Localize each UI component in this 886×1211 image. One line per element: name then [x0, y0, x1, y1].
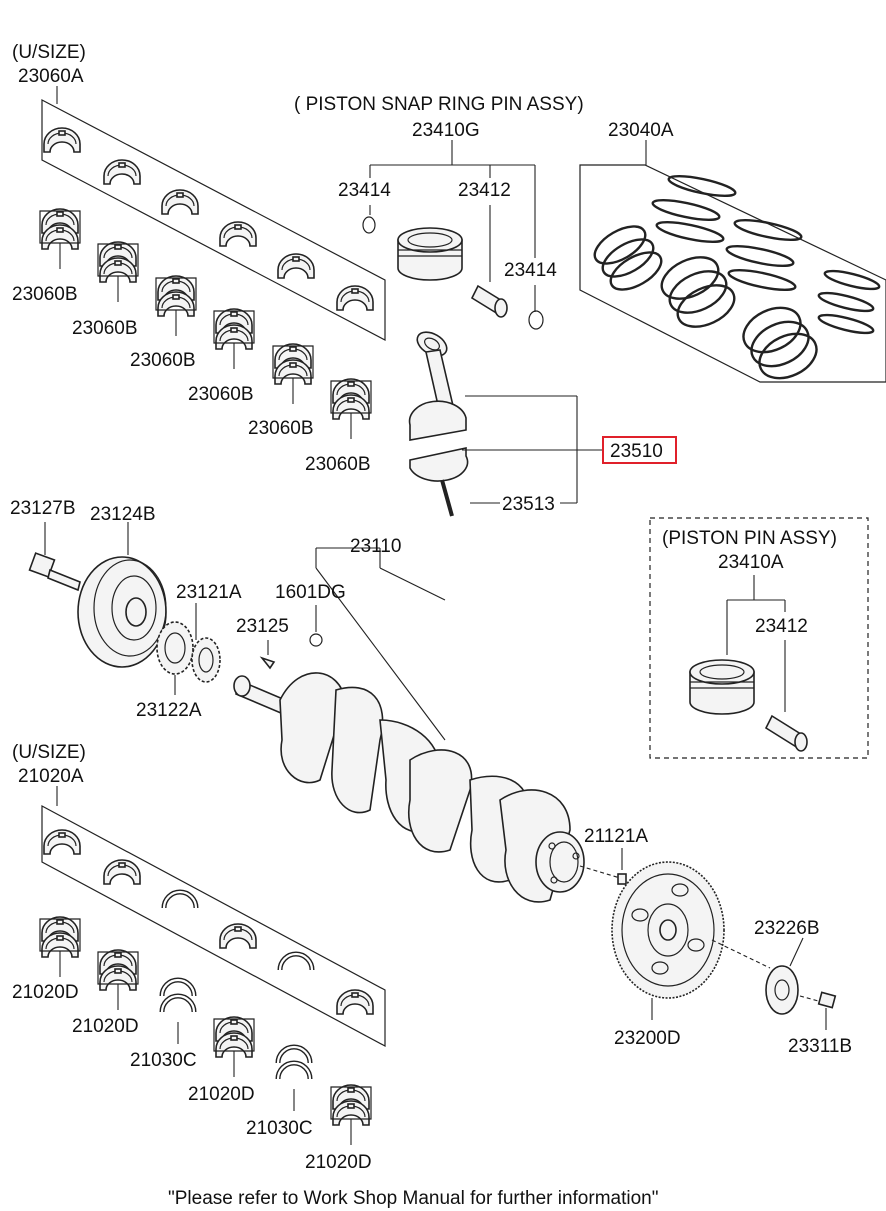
- piston: [397, 227, 463, 281]
- label-23125: 23125: [236, 616, 289, 637]
- label-23414-b: 23414: [504, 260, 557, 281]
- label-23060A: 23060A: [18, 66, 84, 87]
- sprocket-23121A: [191, 637, 221, 683]
- drive-plate: [611, 861, 771, 1020]
- label-23040A: 23040A: [608, 120, 674, 141]
- connecting-rod: [408, 331, 677, 517]
- label-23060B-2: 23060B: [72, 318, 138, 339]
- upper-bearing-tray: [41, 86, 386, 341]
- label-23200D: 23200D: [614, 1028, 681, 1049]
- piston-ring-set: [579, 140, 886, 383]
- label-21020D-1: 21020D: [12, 982, 79, 1003]
- label-23311B: 23311B: [788, 1036, 852, 1057]
- piston-pin-assy-pin: [764, 714, 808, 752]
- label-23412-a: 23412: [458, 180, 511, 201]
- label-23060B-5: 23060B: [248, 418, 314, 439]
- crank-flange: [535, 831, 585, 893]
- label-23110: 23110: [350, 536, 401, 557]
- label-23410G: 23410G: [412, 120, 480, 141]
- label-23226B: 23226B: [754, 918, 820, 939]
- flywheel-bolt: [817, 991, 837, 1030]
- label-23412-b: 23412: [755, 616, 808, 637]
- label-23060B-1: 23060B: [12, 284, 78, 305]
- label-21030C-1: 21030C: [130, 1050, 197, 1071]
- label-piston-pin-assy: (PISTON PIN ASSY): [662, 528, 837, 549]
- label-23122A: 23122A: [136, 700, 202, 721]
- label-23060B-4: 23060B: [188, 384, 254, 405]
- label-21020A: 21020A: [18, 766, 84, 787]
- reinforcement-plate: [765, 937, 823, 1015]
- crankshaft: [233, 547, 627, 903]
- label-piston-snap-ring-pin-assy: ( PISTON SNAP RING PIN ASSY): [294, 94, 584, 115]
- part-labels: (U/SIZE) 23060A ( PISTON SNAP RING PIN A…: [10, 42, 852, 1209]
- label-23510: 23510: [610, 441, 663, 462]
- label-23410A: 23410A: [718, 552, 784, 573]
- piston-pin-assembly: [649, 517, 869, 759]
- label-23513: 23513: [502, 494, 555, 515]
- label-23121A: 23121A: [176, 582, 242, 603]
- label-21020D-4: 21020D: [305, 1152, 372, 1173]
- sprocket-23122A: [156, 621, 194, 675]
- label-usize-bottom: (U/SIZE): [12, 742, 86, 763]
- pulley-bolt: [28, 552, 81, 592]
- label-21030C-2: 21030C: [246, 1118, 313, 1139]
- lower-bearing-tray: [41, 786, 386, 1048]
- label-23127B: 23127B: [10, 498, 76, 519]
- lower-bearing-pairs: [39, 916, 372, 1145]
- label-1601DG: 1601DG: [275, 582, 346, 603]
- label-23124B: 23124B: [90, 504, 156, 525]
- label-21020D-3: 21020D: [188, 1084, 255, 1105]
- piston-pin: [470, 284, 508, 318]
- label-21020D-2: 21020D: [72, 1016, 139, 1037]
- label-21121A: 21121A: [584, 826, 648, 847]
- label-23060B-3: 23060B: [130, 350, 196, 371]
- crank-pulley: [77, 556, 167, 668]
- piston-pin-assy-piston: [689, 659, 755, 715]
- label-usize-top: (U/SIZE): [12, 42, 86, 63]
- label-23414-a: 23414: [338, 180, 391, 201]
- piston-snap-ring-pin-assembly: [362, 140, 544, 330]
- footer-note: "Please refer to Work Shop Manual for fu…: [168, 1188, 658, 1209]
- crank-pulley-group: [28, 522, 323, 695]
- label-23060B-6: 23060B: [305, 454, 371, 475]
- upper-bearing-pairs: [39, 208, 372, 439]
- highlight-box-23510: [602, 436, 677, 464]
